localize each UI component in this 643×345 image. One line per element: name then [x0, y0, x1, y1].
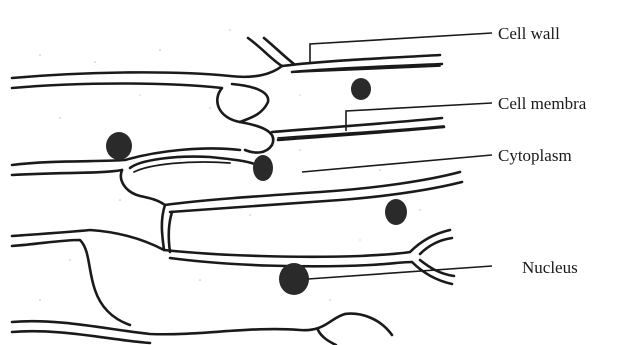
leader-line-nucleus	[308, 266, 492, 279]
nucleus-dot	[106, 132, 132, 160]
cell-wall-line	[264, 38, 294, 64]
cell-wall-line	[121, 170, 165, 205]
paper-speckle	[39, 29, 420, 330]
cell-wall-line	[318, 330, 336, 345]
leader-line-cytoplasm	[302, 155, 492, 172]
cell-wall-line	[165, 172, 460, 205]
cell-membrane-line	[278, 126, 444, 138]
cell-wall-line	[12, 314, 345, 334]
cell-wall-line	[232, 84, 268, 122]
cell-wall-line	[12, 331, 150, 343]
label-cell-membrane: Cell membra	[498, 94, 587, 113]
cell-wall-line	[240, 122, 273, 153]
labels: Cell wall Cell membra Cytoplasm Nucleus	[498, 24, 587, 277]
cell-wall-line	[164, 250, 410, 257]
nucleus-dot	[279, 263, 309, 295]
label-cytoplasm: Cytoplasm	[498, 146, 572, 165]
nucleus-dot	[385, 199, 407, 225]
nucleus-dot	[253, 155, 273, 181]
leader-line-cell-membrane	[346, 103, 492, 131]
cell-wall-line	[345, 314, 392, 335]
cell-wall-line	[12, 66, 282, 78]
cell-wall-line	[12, 170, 122, 175]
cell-membrane-line	[134, 162, 230, 172]
cell-wall-line	[162, 205, 165, 250]
cell-wall-line	[169, 212, 172, 252]
label-cell-wall: Cell wall	[498, 24, 560, 43]
cell-wall-line	[12, 84, 240, 123]
label-nucleus: Nucleus	[522, 258, 578, 277]
cell-wall-line	[12, 230, 164, 250]
cell-wall-line	[170, 182, 462, 212]
cell-wall-line	[12, 240, 130, 325]
cell-wall-line	[248, 38, 282, 66]
cell-walls	[12, 38, 462, 345]
nucleus-dot	[351, 78, 371, 100]
